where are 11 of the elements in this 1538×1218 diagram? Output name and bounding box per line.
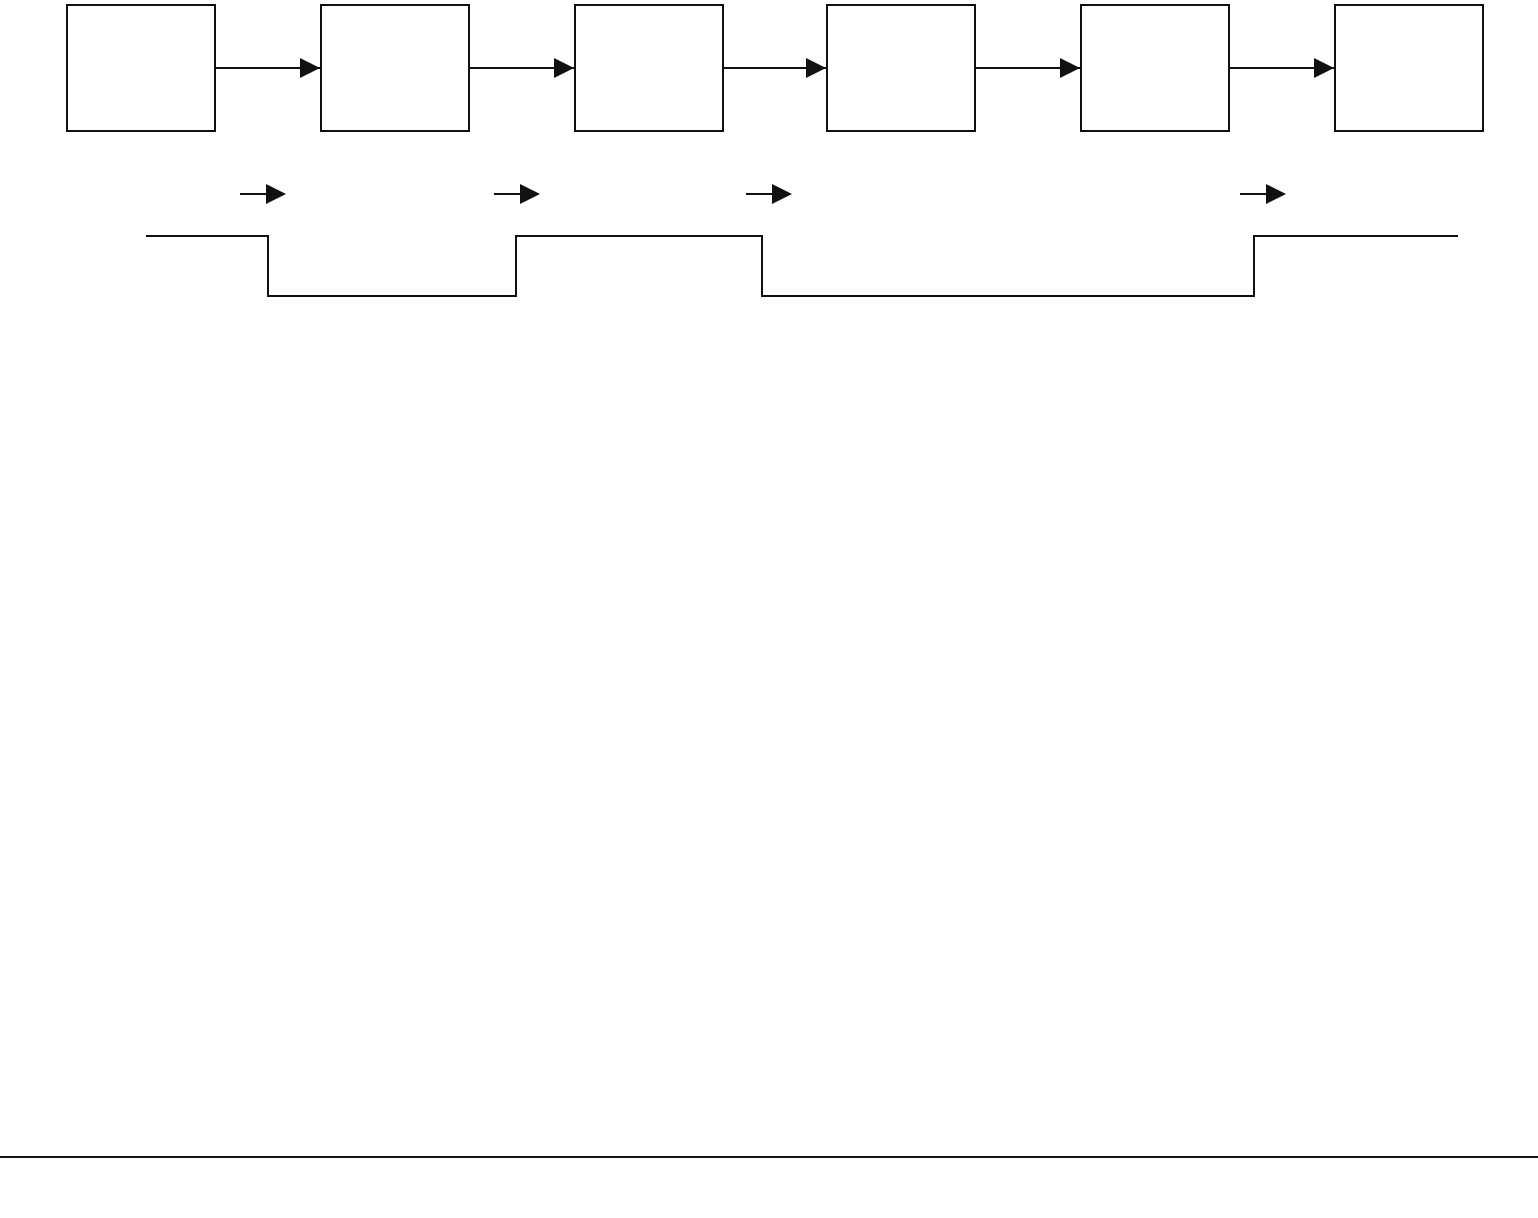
arrow [723,58,827,78]
process-box [1080,4,1230,132]
arrow [975,58,1081,78]
process-box [66,4,216,132]
arrow [1229,58,1335,78]
process-box [1334,4,1484,132]
arrow [469,58,575,78]
arrow [215,58,321,78]
process-box [826,4,976,132]
process-box [320,4,470,132]
process-box [574,4,724,132]
